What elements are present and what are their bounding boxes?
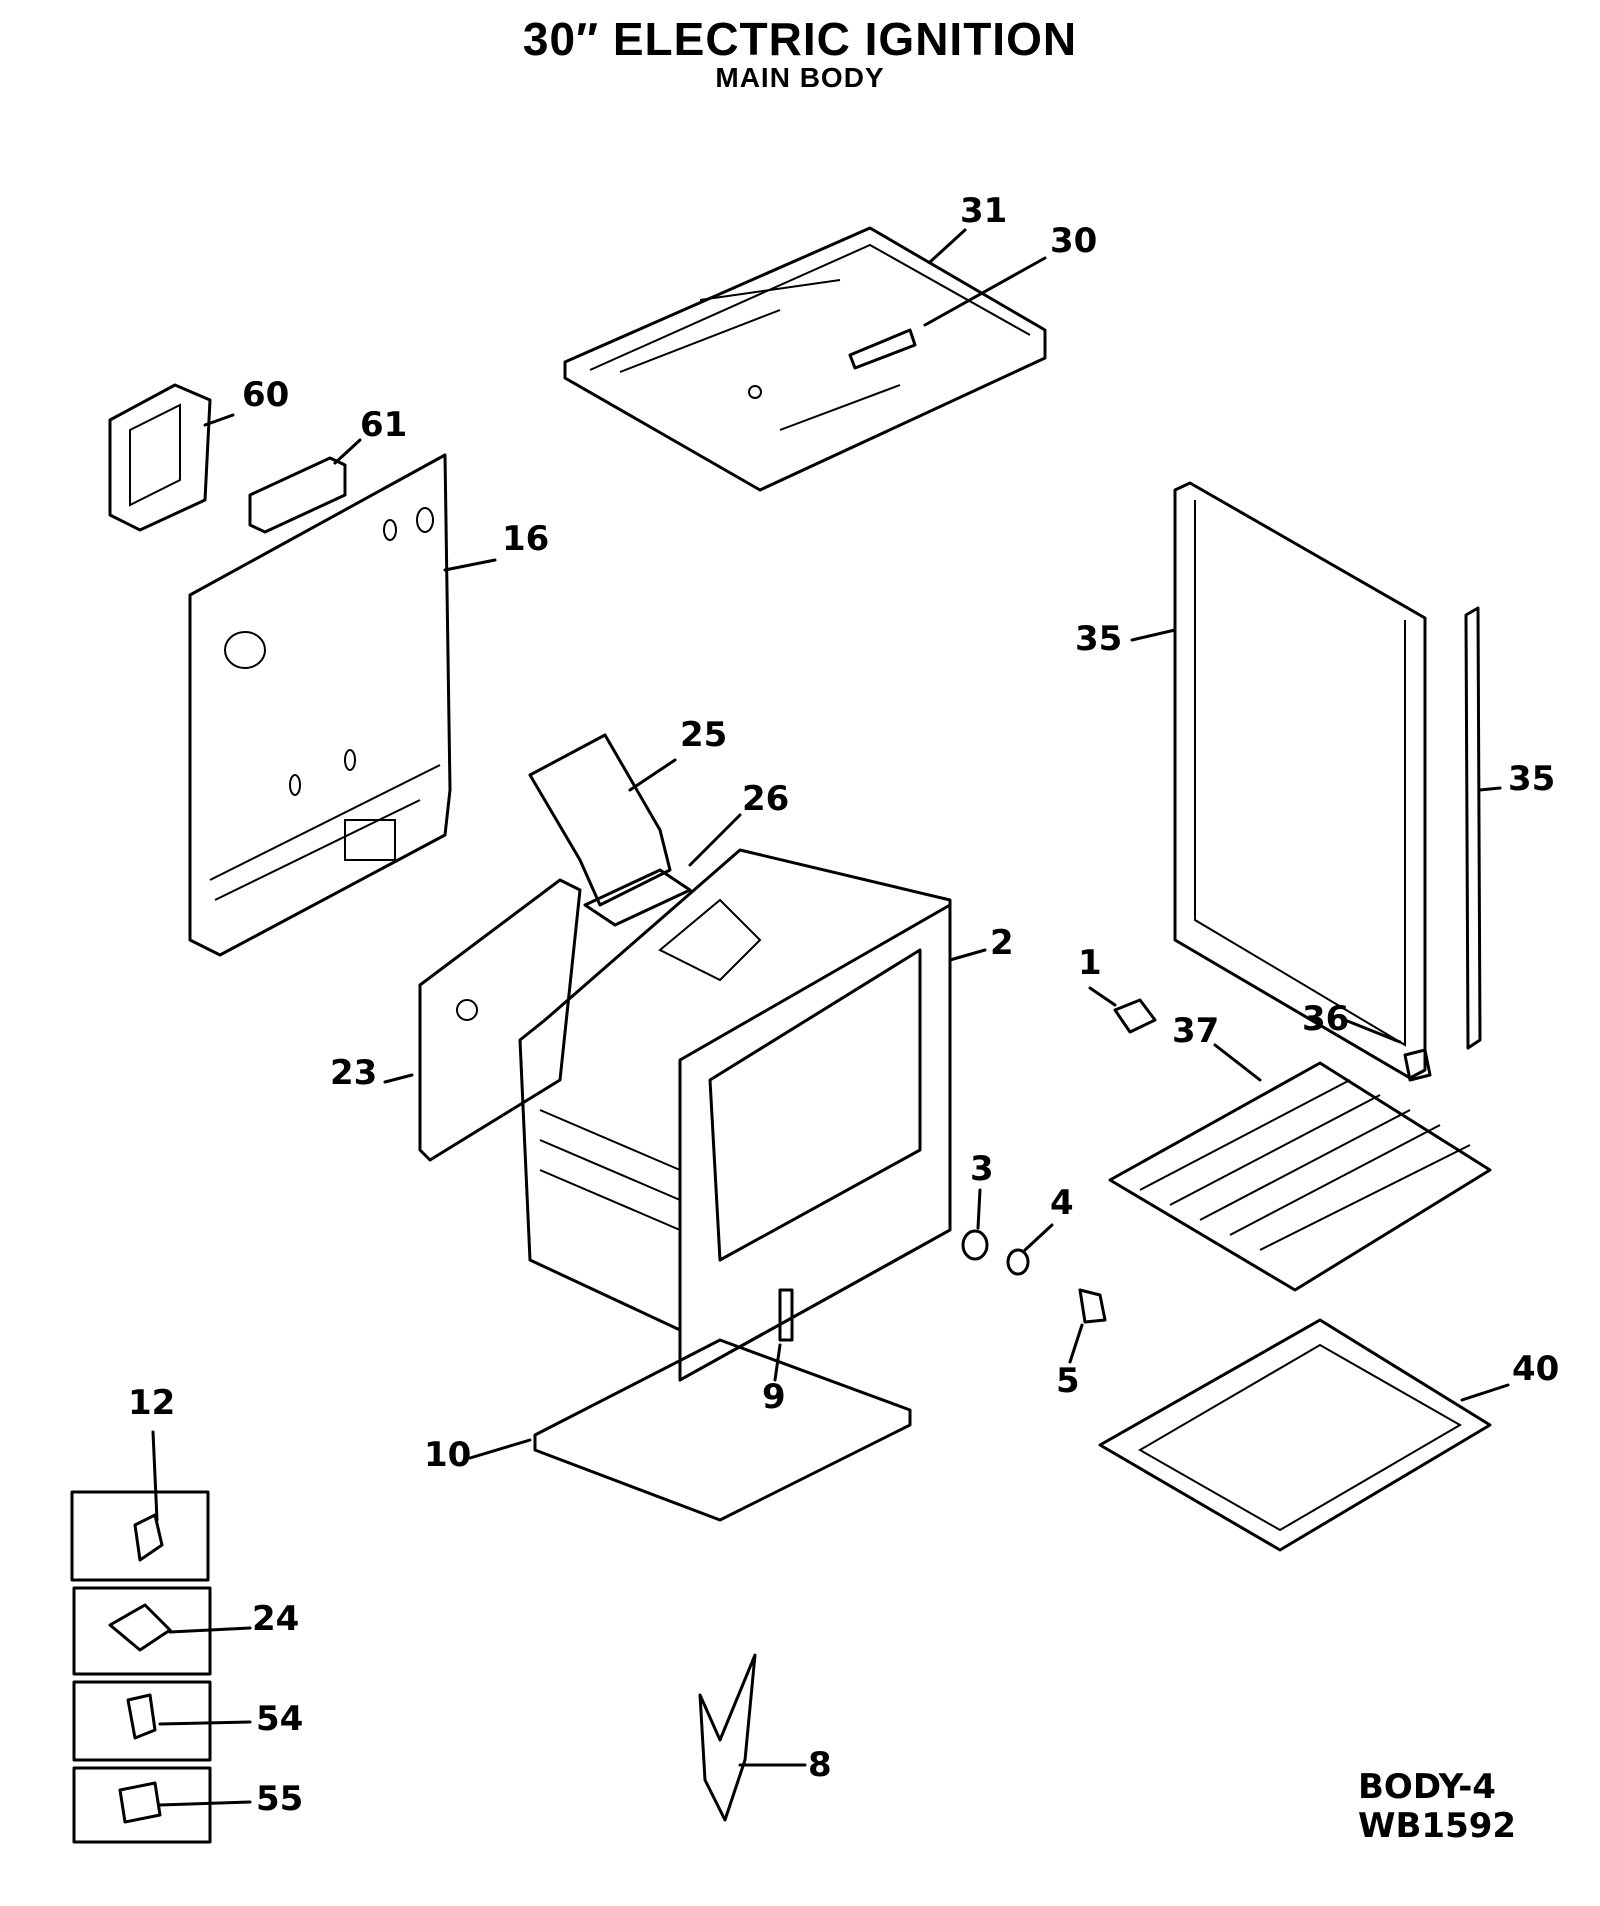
bottom-pan-part bbox=[1098, 1318, 1492, 1552]
drawing-code: BODY-4 WB1592 bbox=[1358, 1767, 1517, 1847]
leader-lines bbox=[151, 228, 1510, 1807]
drawing-code-line-2: WB1592 bbox=[1358, 1806, 1517, 1847]
callout-9: 9 bbox=[762, 1377, 786, 1417]
callout-3: 3 bbox=[970, 1149, 994, 1189]
oven-body-part bbox=[518, 848, 952, 1382]
callout-24: 24 bbox=[252, 1599, 300, 1639]
callout-4: 4 bbox=[1050, 1183, 1074, 1223]
callout-16: 16 bbox=[502, 519, 550, 559]
rear-panel-part bbox=[188, 453, 452, 957]
callout-54: 54 bbox=[256, 1699, 304, 1739]
callout-31: 31 bbox=[960, 191, 1008, 231]
callout-10: 10 bbox=[424, 1435, 472, 1475]
callout-30: 30 bbox=[1050, 221, 1098, 261]
bracket-box-part bbox=[108, 383, 212, 532]
diagram-title: 30″ ELECTRIC IGNITION bbox=[522, 13, 1078, 65]
callout-35-right: 35 bbox=[1508, 759, 1556, 799]
top-panel-part bbox=[563, 226, 1047, 492]
inset-boxes bbox=[70, 1490, 212, 1844]
callout-2: 2 bbox=[990, 923, 1014, 963]
oven-rack-part bbox=[1108, 1061, 1492, 1292]
callout-40: 40 bbox=[1512, 1349, 1560, 1389]
flue-part bbox=[528, 733, 692, 927]
base-plate-part bbox=[533, 1338, 912, 1522]
diagram-subtitle: MAIN BODY bbox=[715, 62, 885, 93]
drawing-code-line-1: BODY-4 bbox=[1358, 1767, 1496, 1807]
callout-61: 61 bbox=[360, 405, 408, 445]
callout-1: 1 bbox=[1078, 943, 1102, 983]
callout-55: 55 bbox=[256, 1779, 304, 1819]
callout-23: 23 bbox=[330, 1053, 378, 1093]
callout-8: 8 bbox=[808, 1745, 832, 1785]
side-strip-part bbox=[1464, 606, 1482, 1050]
callout-36: 36 bbox=[1302, 999, 1350, 1039]
small-box-part bbox=[248, 456, 347, 534]
side-panel-part bbox=[418, 878, 582, 1162]
small-hardware-parts bbox=[778, 998, 1432, 1342]
callout-37: 37 bbox=[1172, 1011, 1220, 1051]
callout-26: 26 bbox=[742, 779, 790, 819]
callout-5: 5 bbox=[1056, 1361, 1080, 1401]
callout-35-left: 35 bbox=[1075, 619, 1123, 659]
side-trim-part bbox=[1173, 481, 1427, 1080]
callout-60: 60 bbox=[242, 375, 290, 415]
clip-part bbox=[698, 1653, 757, 1822]
callout-25: 25 bbox=[680, 715, 728, 755]
callout-12: 12 bbox=[128, 1383, 176, 1423]
